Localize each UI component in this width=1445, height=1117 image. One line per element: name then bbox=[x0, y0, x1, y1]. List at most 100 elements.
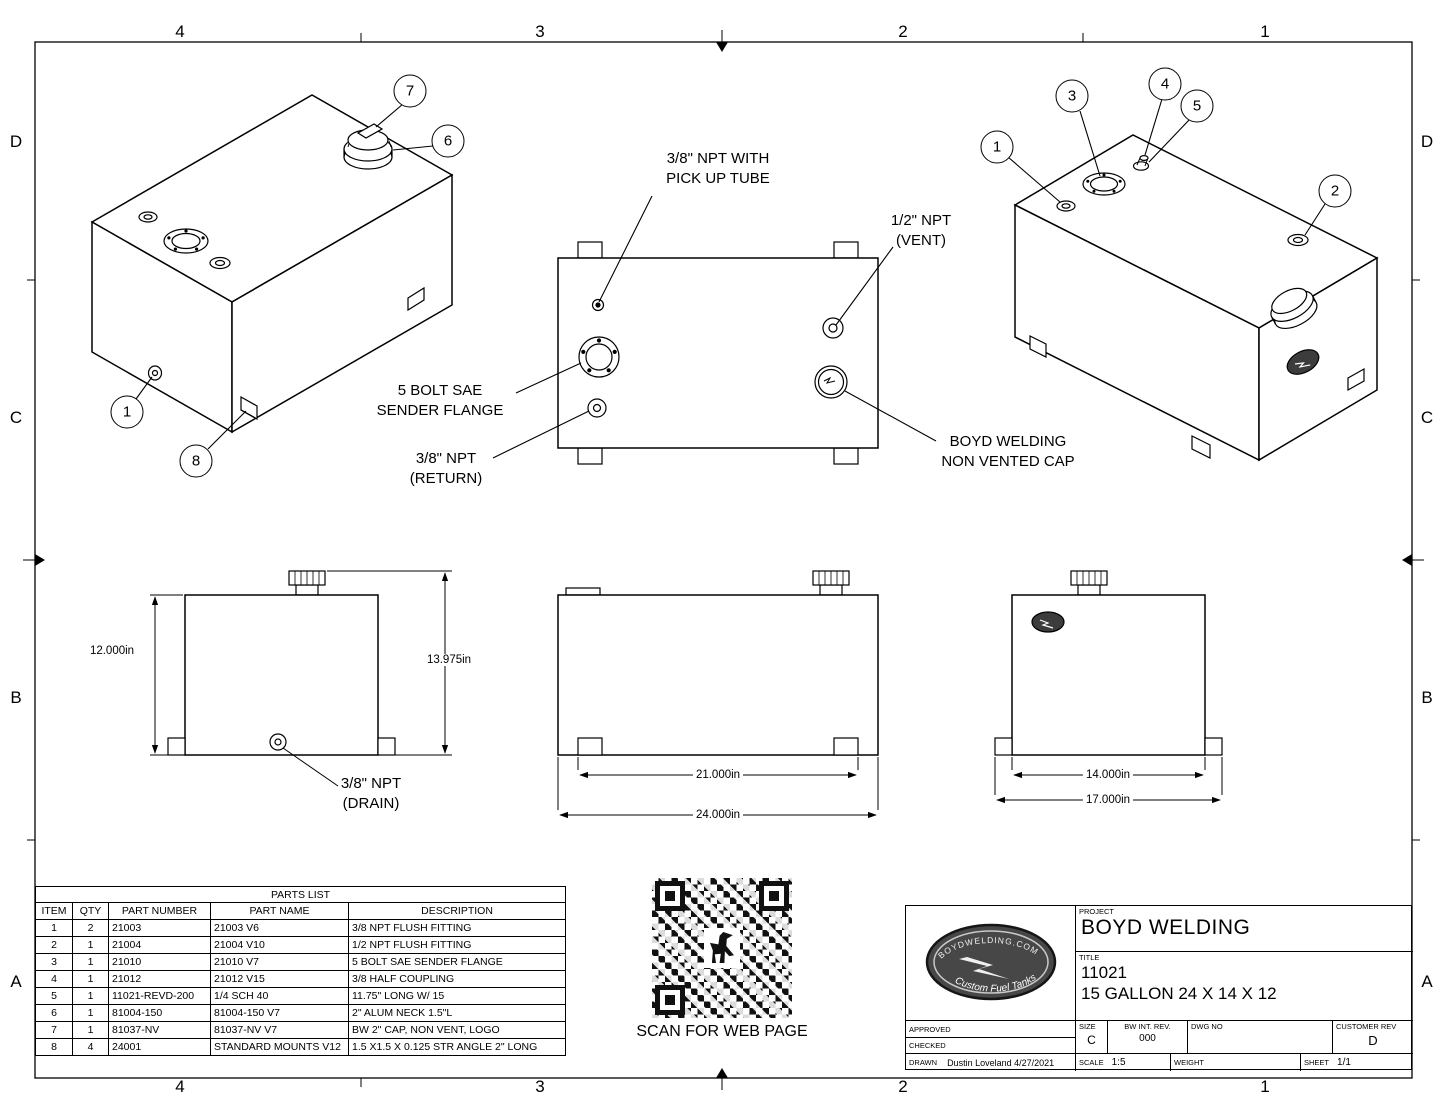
cell-qty: 1 bbox=[72, 1004, 109, 1022]
parts-list-title: PARTS LIST bbox=[34, 886, 567, 903]
scale-cell: SCALE 1:5 bbox=[1076, 1054, 1171, 1071]
dwg-no-cell: DWG NO bbox=[1188, 1021, 1333, 1054]
zone-col-top-1: 1 bbox=[1260, 22, 1270, 41]
qr-finder-icon bbox=[655, 881, 685, 911]
zone-col-bottom-4: 4 bbox=[175, 1077, 185, 1096]
cell-part-name: 81004-150 V7 bbox=[210, 1004, 349, 1022]
qr-finder-icon bbox=[759, 881, 789, 911]
cell-part-number: 11021-REVD-200 bbox=[108, 987, 211, 1005]
cell-description: 1/2 NPT FLUSH FITTING bbox=[347, 936, 567, 954]
end-view-left bbox=[150, 570, 452, 787]
cell-part-name: 21010 V7 bbox=[210, 953, 349, 971]
table-row: 6 1 81004-150 81004-150 V7 2" ALUM NECK … bbox=[35, 1004, 567, 1022]
cell-qty: 1 bbox=[72, 936, 109, 954]
cell-part-number: 21004 bbox=[108, 936, 211, 954]
cell-qty: 2 bbox=[72, 919, 109, 937]
annotation-line: (VENT) bbox=[895, 232, 946, 249]
cell-qty: 1 bbox=[72, 953, 109, 971]
callout-4: 4 bbox=[1148, 67, 1182, 101]
dim-overall-height: 13.975in bbox=[423, 654, 475, 666]
callout-1-left: 1 bbox=[110, 395, 144, 429]
cell-part-name: 81037-NV V7 bbox=[210, 1021, 349, 1039]
zone-col-top-2: 2 bbox=[898, 22, 908, 41]
table-row: 4 1 21012 21012 V15 3/8 HALF COUPLING bbox=[35, 970, 567, 988]
dino-icon bbox=[710, 932, 734, 963]
project-cell: PROJECT BOYD WELDING bbox=[1076, 906, 1413, 951]
qr-caption: SCAN FOR WEB PAGE bbox=[636, 1023, 808, 1040]
cell-part-number: 24001 bbox=[108, 1038, 211, 1056]
callout-7: 7 bbox=[393, 74, 427, 108]
cell-description: 3/8 NPT FLUSH FITTING bbox=[347, 919, 567, 937]
drawn-row: DRAWN Dustin Loveland 4/27/2021 bbox=[906, 1054, 1076, 1071]
size-value: C bbox=[1087, 1033, 1096, 1047]
annotation-line: PICK UP TUBE bbox=[666, 170, 770, 187]
size-label: SIZE bbox=[1079, 1022, 1096, 1031]
cell-part-number: 21010 bbox=[108, 953, 211, 971]
zone-row-left-c: C bbox=[9, 408, 23, 427]
cell-part-number: 21012 bbox=[108, 970, 211, 988]
table-row: 7 1 81037-NV 81037-NV V7 BW 2" CAP, NON … bbox=[35, 1021, 567, 1039]
title-label: TITLE bbox=[1079, 953, 1100, 962]
annotation-line: NON VENTED CAP bbox=[941, 453, 1075, 470]
cell-qty: 1 bbox=[72, 987, 109, 1005]
cell-part-number: 21003 bbox=[108, 919, 211, 937]
zone-row-right-b: B bbox=[1421, 688, 1433, 707]
zone-col-bottom-1: 1 bbox=[1260, 1077, 1270, 1096]
drawing-description: 15 GALLON 24 X 14 X 12 bbox=[1081, 984, 1277, 1004]
dim-body-height: 12.000in bbox=[86, 645, 138, 657]
header-description: DESCRIPTION bbox=[347, 902, 567, 920]
cell-description: 11.75" LONG W/ 15 bbox=[347, 987, 567, 1005]
callout-5: 5 bbox=[1180, 89, 1214, 123]
approved-label: APPROVED bbox=[909, 1024, 951, 1034]
annotation-line: 5 BOLT SAE bbox=[397, 381, 483, 399]
annotation-line: 1/2" NPT bbox=[890, 211, 952, 229]
zone-row-right-c: C bbox=[1420, 408, 1434, 427]
dim-overall-width: 24.000in bbox=[692, 809, 744, 821]
iso-view-left bbox=[90, 94, 454, 450]
annotation-return: 3/8" NPT (RETURN) bbox=[410, 449, 483, 490]
annotation-vent: 1/2" NPT (VENT) bbox=[891, 211, 951, 252]
cell-part-name: 21012 V15 bbox=[210, 970, 349, 988]
cell-item: 6 bbox=[35, 1004, 73, 1022]
cell-part-number: 81004-150 bbox=[108, 1004, 211, 1022]
header-part-number: PART NUMBER bbox=[108, 902, 211, 920]
zone-row-left-d: D bbox=[9, 132, 23, 151]
cell-description: BW 2" CAP, NON VENT, LOGO bbox=[347, 1021, 567, 1039]
dim-body-depth: 14.000in bbox=[1082, 769, 1134, 781]
table-row: 5 1 11021-REVD-200 1/4 SCH 40 11.75" LON… bbox=[35, 987, 567, 1005]
weight-label: WEIGHT bbox=[1174, 1058, 1204, 1067]
zone-row-right-a: A bbox=[1421, 972, 1433, 991]
title-block: BOYDWELDING.COM Custom Fuel Tanks PROJEC… bbox=[905, 905, 1413, 1071]
project-name: BOYD WELDING bbox=[1081, 916, 1251, 939]
cell-part-number: 81037-NV bbox=[108, 1021, 211, 1039]
parts-list-title-row: PARTS LIST bbox=[34, 886, 567, 903]
annotation-line: (RETURN) bbox=[409, 470, 483, 487]
zone-col-bottom-3: 3 bbox=[535, 1077, 545, 1096]
zone-col-top-4: 4 bbox=[175, 22, 185, 41]
callout-6: 6 bbox=[431, 124, 465, 158]
project-label: PROJECT bbox=[1079, 907, 1115, 916]
annotation-line: BOYD WELDING bbox=[949, 432, 1067, 450]
table-row: 8 4 24001 STANDARD MOUNTS V12 1.5 X1.5 X… bbox=[35, 1038, 567, 1056]
zone-row-left-a: A bbox=[10, 972, 22, 991]
annotation-line: 3/8" NPT bbox=[415, 449, 477, 467]
iso-view-right bbox=[1007, 98, 1379, 462]
cell-item: 7 bbox=[35, 1021, 73, 1039]
checked-label: CHECKED bbox=[909, 1041, 946, 1050]
cell-item: 5 bbox=[35, 987, 73, 1005]
drawing-number: 11021 bbox=[1081, 963, 1128, 982]
drawn-label: DRAWN bbox=[909, 1058, 938, 1067]
border-frame bbox=[23, 30, 1424, 1090]
title-block-logo-cell: BOYDWELDING.COM Custom Fuel Tanks bbox=[906, 906, 1076, 1021]
annotation-line: 3/8" NPT bbox=[340, 774, 402, 792]
cell-item: 8 bbox=[35, 1038, 73, 1056]
zone-col-bottom-2: 2 bbox=[898, 1077, 908, 1096]
dim-overall-depth: 17.000in bbox=[1082, 794, 1134, 806]
annotation-line: SENDER FLANGE bbox=[376, 402, 504, 419]
cell-qty: 1 bbox=[72, 970, 109, 988]
table-row: 2 1 21004 21004 V10 1/2 NPT FLUSH FITTIN… bbox=[35, 936, 567, 954]
qr-finder-icon bbox=[655, 985, 685, 1015]
cell-part-name: STANDARD MOUNTS V12 bbox=[210, 1038, 349, 1056]
